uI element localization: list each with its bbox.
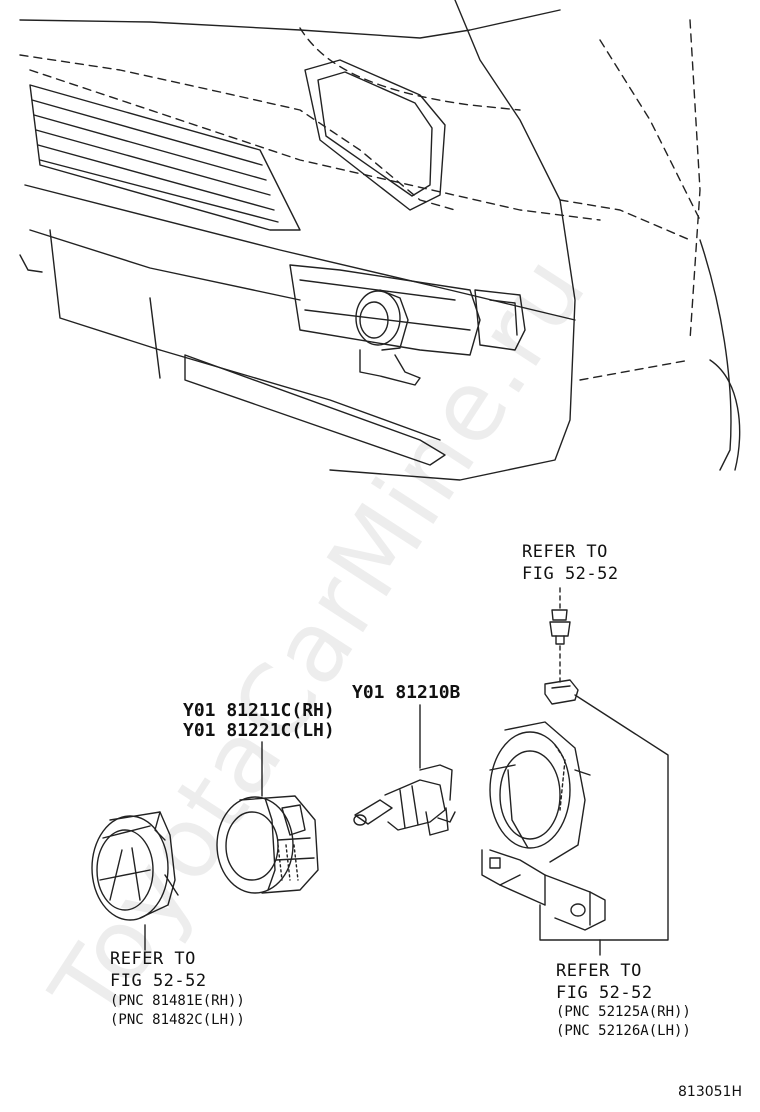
fog-lamp-unit (216, 795, 319, 894)
bulb-part-number: Y01 81210B (352, 682, 461, 703)
fog-lamp-bracket (481, 721, 606, 931)
refer-top-line2: FIG 52-52 (522, 564, 619, 584)
speed-nut (544, 679, 579, 705)
refer-right-pnc-lh: (PNC 52126A(LH)) (556, 1023, 691, 1039)
refer-left-pnc-rh: (PNC 81481E(RH)) (110, 993, 245, 1009)
lamp-part-number-rh: Y01 81211C(RH) (183, 700, 335, 721)
refer-left-line2: FIG 52-52 (110, 971, 207, 991)
refer-right-line2: FIG 52-52 (556, 983, 653, 1003)
clip-fastener (549, 609, 571, 645)
refer-left-line1: REFER TO (110, 949, 196, 969)
refer-left-pnc-lh: (PNC 81482C(LH)) (110, 1012, 245, 1028)
refer-top-line1: REFER TO (522, 542, 608, 562)
vehicle-front-illustration (19, 0, 741, 481)
leader-bracket-box (539, 694, 669, 941)
lamp-part-number-lh: Y01 81221C(LH) (183, 720, 335, 741)
fog-lamp-cover-ring (91, 811, 179, 921)
refer-right-line1: REFER TO (556, 961, 642, 981)
refer-right-pnc-rh: (PNC 52125A(RH)) (556, 1004, 691, 1020)
fog-lamp-bulb (353, 764, 456, 836)
figure-id: 813051H (678, 1084, 742, 1100)
